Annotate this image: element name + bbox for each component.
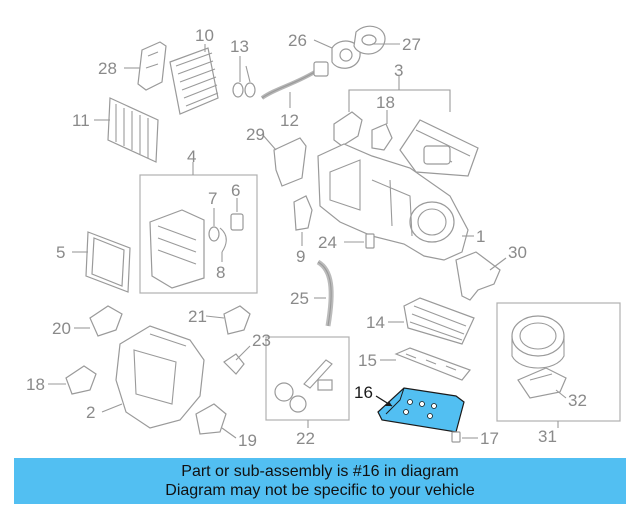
callout-10: 10 bbox=[195, 26, 214, 45]
callout-5: 5 bbox=[56, 243, 65, 262]
callout-3: 3 bbox=[394, 61, 403, 80]
callout-12: 12 bbox=[280, 111, 299, 130]
callout-15: 15 bbox=[358, 351, 377, 370]
group-box-22 bbox=[265, 336, 350, 421]
banner-line-2: Diagram may not be specific to your vehi… bbox=[165, 482, 475, 499]
part-26 bbox=[313, 39, 361, 69]
part-30 bbox=[455, 251, 507, 301]
callout-27: 27 bbox=[402, 35, 421, 54]
part-4-filter bbox=[149, 209, 205, 289]
callout-8: 8 bbox=[216, 263, 225, 282]
callout-23: 23 bbox=[252, 331, 271, 350]
part-7 bbox=[208, 208, 220, 242]
part-21 bbox=[205, 305, 251, 335]
part-29 bbox=[261, 133, 307, 187]
callout-24: 24 bbox=[318, 233, 337, 252]
callout-30: 30 bbox=[508, 243, 527, 262]
part-16[interactable] bbox=[375, 387, 465, 433]
callout-1: 1 bbox=[476, 227, 485, 246]
callout-26: 26 bbox=[288, 31, 307, 50]
part-18-lower bbox=[48, 365, 97, 395]
callout-11: 11 bbox=[72, 111, 90, 130]
callout-20: 20 bbox=[52, 319, 71, 338]
group-box-4 bbox=[139, 174, 258, 294]
part-3-right bbox=[399, 119, 479, 177]
part-14 bbox=[388, 297, 475, 345]
part-28 bbox=[124, 41, 167, 91]
callout-6: 6 bbox=[231, 181, 240, 200]
part-27 bbox=[353, 25, 400, 55]
part-15 bbox=[380, 347, 471, 381]
leader-3 bbox=[348, 89, 451, 112]
callout-7: 7 bbox=[208, 189, 217, 208]
group-box-3-bracket bbox=[349, 88, 450, 110]
part-10 bbox=[169, 44, 219, 115]
part-18-upper bbox=[371, 110, 393, 151]
part-31-blower bbox=[511, 315, 565, 428]
part-20 bbox=[74, 305, 123, 337]
callout-25: 25 bbox=[290, 289, 309, 308]
part-19 bbox=[195, 403, 237, 439]
callout-13: 13 bbox=[230, 37, 249, 56]
part-32 bbox=[517, 367, 567, 399]
callout-17: 17 bbox=[480, 429, 499, 448]
part-24 bbox=[344, 233, 375, 249]
banner-line-1: Part or sub-assembly is #16 in diagram bbox=[181, 463, 459, 480]
part-25 bbox=[314, 259, 334, 327]
part-22-actuator bbox=[274, 359, 333, 428]
part-5 bbox=[72, 231, 131, 293]
callout-22: 22 bbox=[296, 429, 315, 448]
callout-31: 31 bbox=[538, 427, 557, 446]
part-17 bbox=[451, 431, 478, 443]
callout-18-upper: 18 bbox=[376, 93, 395, 112]
part-13 bbox=[232, 56, 256, 98]
callout-16[interactable]: 16 bbox=[354, 383, 373, 402]
part-3-left bbox=[333, 111, 363, 147]
callout-19: 19 bbox=[238, 431, 257, 450]
part-6 bbox=[230, 198, 244, 231]
part-11 bbox=[94, 97, 159, 163]
part-2 bbox=[101, 325, 205, 429]
info-banner: Part or sub-assembly is #16 in diagram D… bbox=[14, 458, 626, 504]
callout-28: 28 bbox=[98, 59, 117, 78]
callout-29: 29 bbox=[246, 125, 265, 144]
part-23 bbox=[223, 345, 251, 375]
part-12 bbox=[260, 61, 329, 108]
callout-2: 2 bbox=[86, 403, 95, 422]
part-8 bbox=[219, 227, 227, 262]
callout-32: 32 bbox=[568, 391, 587, 410]
callout-14: 14 bbox=[366, 313, 385, 332]
part-9 bbox=[293, 195, 313, 246]
part-1 bbox=[317, 143, 474, 261]
callout-21: 21 bbox=[188, 307, 207, 326]
callout-4: 4 bbox=[187, 147, 196, 166]
callout-18-lower: 18 bbox=[26, 375, 45, 394]
callout-9: 9 bbox=[296, 247, 305, 266]
